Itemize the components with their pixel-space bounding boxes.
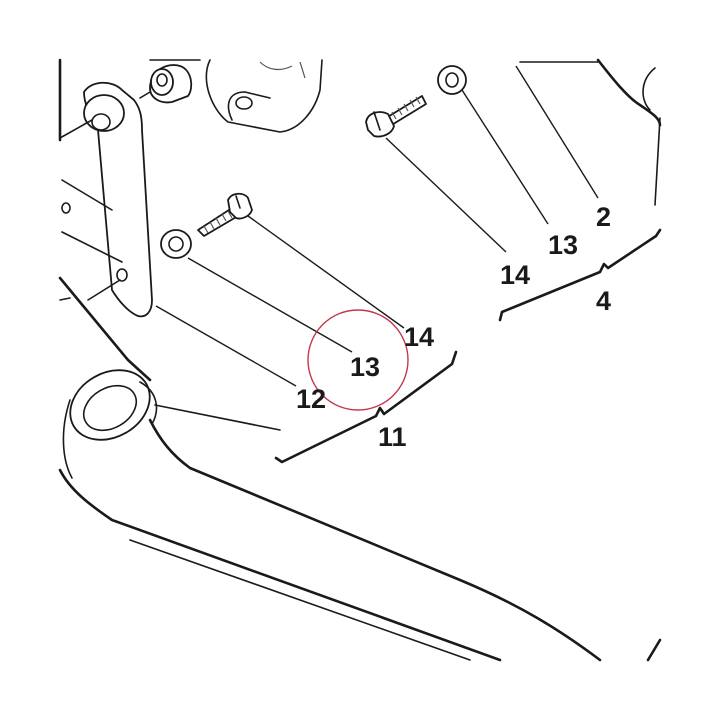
lower-tube-arm: [58, 276, 662, 662]
callout-12: 12: [296, 384, 326, 414]
leader-lines: [155, 65, 599, 387]
callout-14-mid: 14: [404, 322, 434, 352]
link-plate: [59, 81, 153, 318]
callout-2: 2: [596, 202, 611, 232]
brace-group-4: [498, 228, 662, 322]
callout-11: 11: [378, 422, 407, 452]
bolt-top: [365, 95, 427, 138]
top-bushing: [139, 64, 193, 104]
highlight-circle: [307, 309, 409, 411]
brace-group-11: [274, 350, 458, 464]
chassis-frame: [58, 58, 662, 206]
bolt-mid: [197, 192, 253, 237]
washer-top: [437, 65, 467, 95]
washer-mid: [160, 229, 192, 259]
callout-14-top: 14: [500, 260, 530, 290]
callout-4: 4: [596, 286, 611, 316]
callout-13-mid: 13: [350, 352, 380, 382]
callout-13-top: 13: [548, 230, 578, 260]
